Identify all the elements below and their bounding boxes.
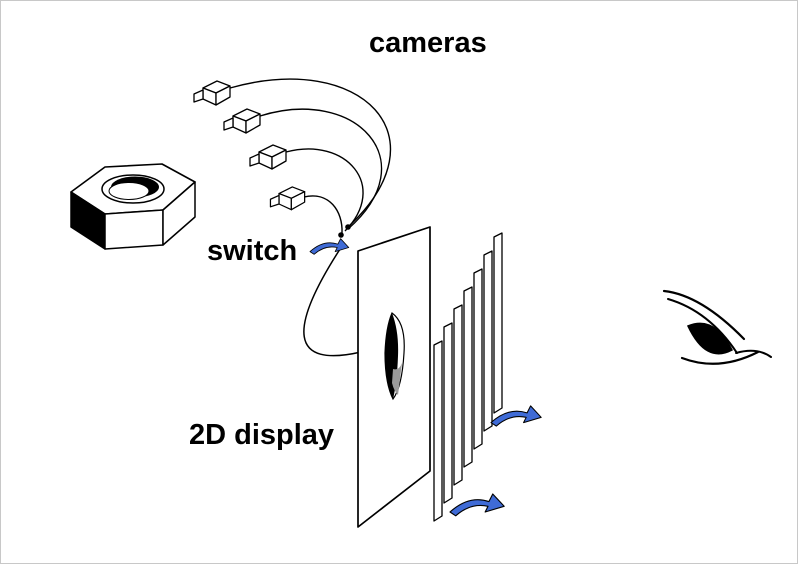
camera-cable xyxy=(285,148,364,232)
camera-icon xyxy=(223,108,261,134)
display-slat xyxy=(433,340,443,522)
switch-label: switch xyxy=(207,235,298,267)
hex-nut-icon xyxy=(70,163,196,250)
display-slat xyxy=(473,268,483,450)
camera-icon xyxy=(249,144,287,170)
display-slat xyxy=(453,304,463,486)
camera-cable xyxy=(303,195,343,234)
camera-icon xyxy=(269,186,306,211)
display-slat xyxy=(443,322,453,504)
display-slat xyxy=(483,250,493,432)
cable-junction-dot xyxy=(345,224,351,230)
camera-cable xyxy=(259,108,383,230)
cameras-label: cameras xyxy=(369,27,487,59)
display-panel xyxy=(357,226,431,528)
curved-arrow-icon xyxy=(309,238,350,255)
eye-icon xyxy=(662,289,772,365)
cable-junction-dot xyxy=(338,232,344,238)
camera-cable xyxy=(229,78,392,228)
switch-to-display-cable xyxy=(303,242,362,357)
curved-arrow-icon xyxy=(449,493,505,517)
camera-cables xyxy=(229,78,392,234)
display-slat xyxy=(463,286,473,468)
camera-icon xyxy=(193,80,231,106)
slat-stack xyxy=(433,232,503,522)
display-label: 2D display xyxy=(189,419,335,451)
display-slat xyxy=(493,232,503,414)
display-image xyxy=(384,312,405,401)
